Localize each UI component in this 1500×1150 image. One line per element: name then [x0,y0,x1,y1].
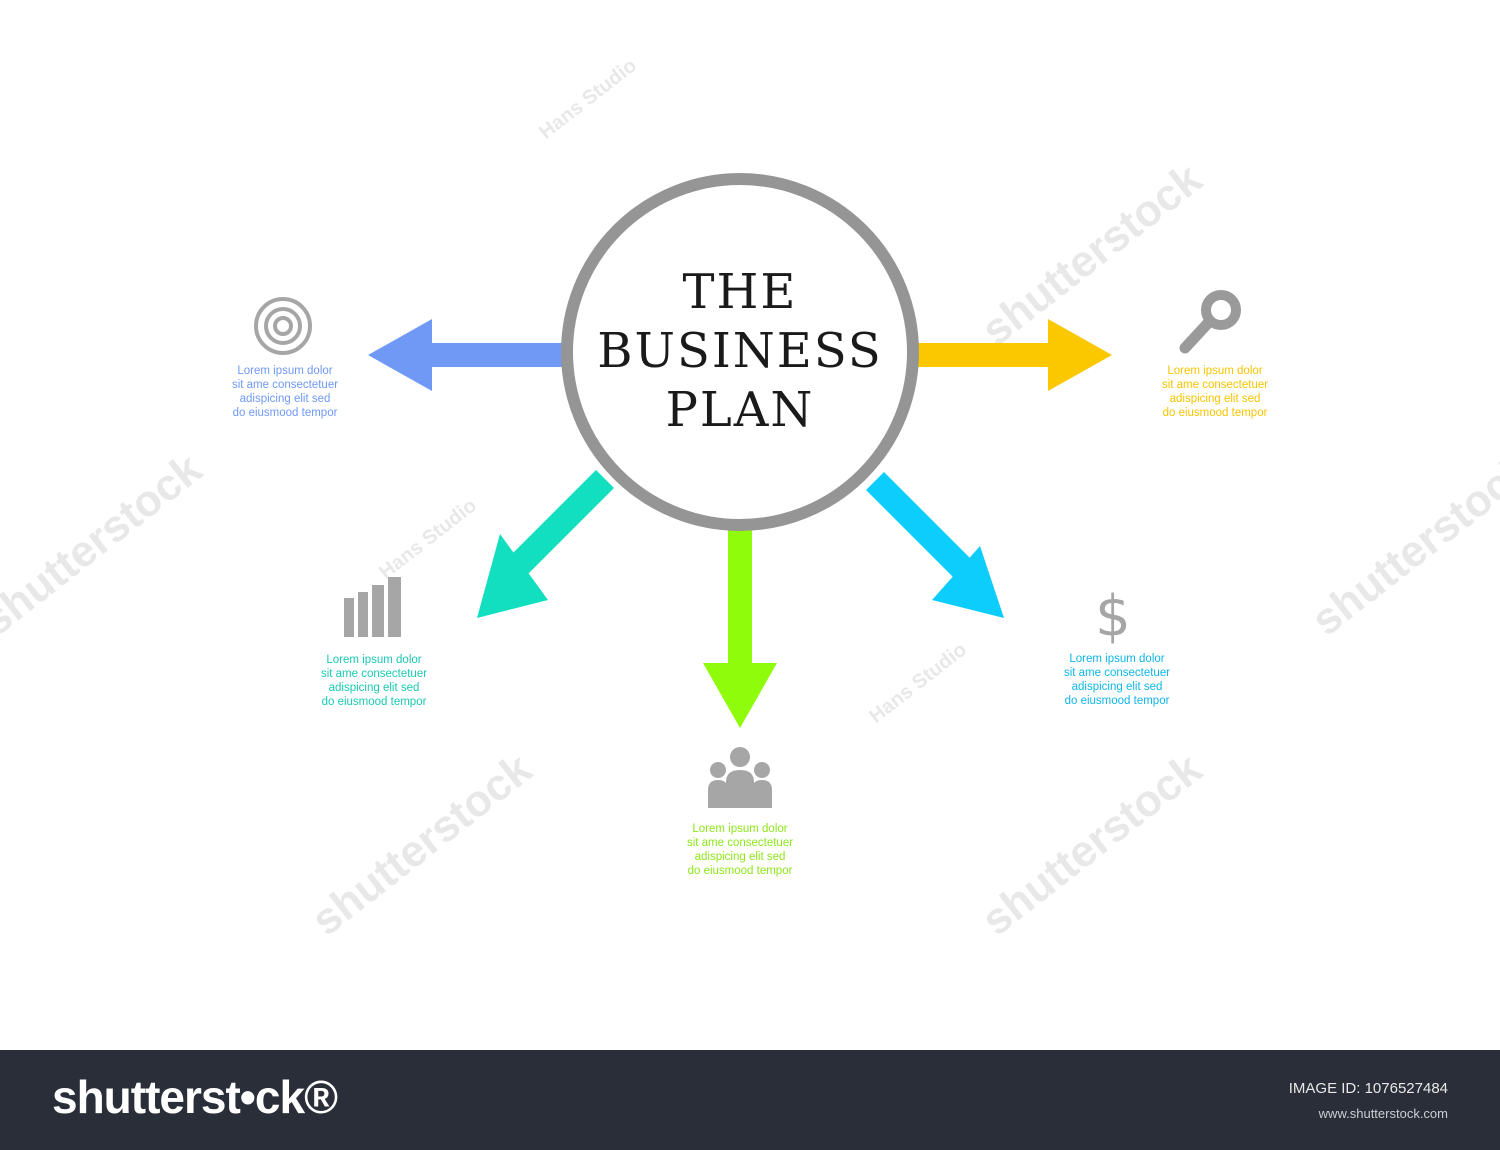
title-line-3: PLAN [665,382,815,438]
center-circle [561,173,919,531]
text-line: sit ame consectetuer [1161,379,1269,391]
text-line: sit ame consectetuer [686,837,794,849]
text-line: sit ame consectetuer [320,668,428,680]
title-line-1: THE [682,264,798,320]
text-line: sit ame consectetuer [231,379,339,391]
dollar-icon: $ [1095,584,1131,649]
footer-bar: shutterst•ck® IMAGE ID: 1076527484 www.s… [0,1050,1500,1150]
text-line: adispicing elit sed [1169,393,1261,405]
text-line: do eiusmood tempor [1064,695,1170,707]
site-url[interactable]: www.shutterstock.com [1318,1106,1448,1121]
text-line: sit ame consectetuer [1063,667,1171,679]
arrow-right-yellow [918,319,1112,391]
diagram-canvas: shutterstock shutterstock shutterstock s… [0,54,1500,946]
bar-chart-icon [344,577,401,637]
title-line-2: BUSINESS [597,323,883,379]
arrow-left-blue [368,319,565,391]
text-line: Lorem ipsum dolor [237,365,333,377]
text-line: do eiusmood tempor [1162,407,1268,419]
text-line: Lorem ipsum dolor [1167,365,1263,377]
chart-description: Lorem ipsum dolor sit ame consectetuer a… [294,653,454,709]
text-line: Lorem ipsum dolor [1069,653,1165,665]
target-icon [254,297,312,355]
shutterstock-logo[interactable]: shutterst•ck® [52,1071,338,1123]
text-line: do eiusmood tempor [687,865,793,877]
people-icon [708,747,772,808]
text-line: do eiusmood tempor [321,696,427,708]
text-line: Lorem ipsum dolor [692,823,788,835]
image-id-label: IMAGE ID: 1076527484 [1288,1080,1448,1097]
target-description: Lorem ipsum dolor sit ame consectetuer a… [205,364,365,420]
magnifier-icon [1179,290,1241,354]
arrow-down-left-teal [477,470,614,618]
team-description: Lorem ipsum dolor sit ame consectetuer a… [660,822,820,878]
text-line: adispicing elit sed [328,682,420,694]
arrow-down-green [703,520,777,728]
business-plan-diagram: $ [254,173,1241,808]
text-line: Lorem ipsum dolor [326,654,422,666]
search-description: Lorem ipsum dolor sit ame consectetuer a… [1135,364,1295,420]
money-description: Lorem ipsum dolor sit ame consectetuer a… [1037,652,1197,708]
arrow-down-right-cyan [866,472,1004,618]
text-line: do eiusmood tempor [232,407,338,419]
text-line: adispicing elit sed [694,851,786,863]
text-line: adispicing elit sed [1071,681,1163,693]
text-line: adispicing elit sed [239,393,331,405]
